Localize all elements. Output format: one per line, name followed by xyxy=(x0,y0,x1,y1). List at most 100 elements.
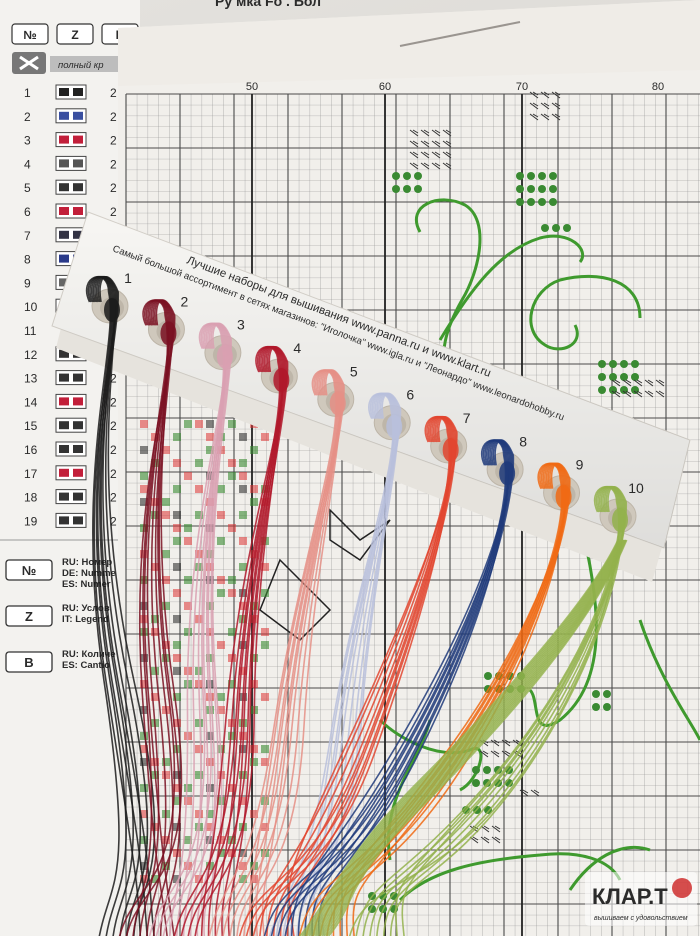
watermark-mascot-icon xyxy=(672,878,692,898)
legend-symbol xyxy=(73,516,83,525)
half-stitch-mark xyxy=(655,379,665,387)
symbol-cell xyxy=(206,836,214,844)
green-skein-strand xyxy=(312,539,623,936)
symbol-cell xyxy=(239,563,247,571)
symbol-cell xyxy=(228,472,236,480)
symbol-cell xyxy=(173,511,181,519)
symbol-cell xyxy=(184,420,192,428)
symbol-cell xyxy=(239,537,247,545)
half-stitch-mark xyxy=(420,162,430,170)
floss-knot xyxy=(160,321,177,346)
half-stitch-mark xyxy=(633,379,643,387)
green-dot xyxy=(620,360,628,368)
symbol-cell xyxy=(140,758,148,766)
legend-row-number: 19 xyxy=(24,514,38,528)
half-stitch-mark xyxy=(431,162,441,170)
symbol-cell xyxy=(173,615,181,623)
legend-row-number: 16 xyxy=(24,443,38,457)
half-stitch-mark xyxy=(529,113,539,121)
chart-title: Ру мка Fo . Бол xyxy=(215,0,321,9)
floss-strand xyxy=(152,299,181,936)
symbol-cell xyxy=(217,641,225,649)
floss-strand xyxy=(203,322,232,936)
hole-number: 10 xyxy=(628,480,644,496)
floss-knot xyxy=(273,368,290,392)
legend-row-count: 2 xyxy=(110,110,117,124)
stitch-label: полный кр xyxy=(58,60,104,71)
symbol-cell xyxy=(206,758,214,766)
hole-number: 9 xyxy=(576,457,584,473)
green-dot xyxy=(538,185,546,193)
symbol-cell xyxy=(184,784,192,792)
green-dot xyxy=(541,224,549,232)
symbol-cell xyxy=(195,511,203,519)
symbol-cell xyxy=(151,511,159,519)
half-stitch-mark xyxy=(519,789,529,797)
floss-knot xyxy=(442,438,459,462)
symbol-cell xyxy=(173,693,181,701)
explain-key: № xyxy=(22,563,37,578)
symbol-cell xyxy=(140,745,148,753)
green-dot xyxy=(592,690,600,698)
symbol-cell xyxy=(239,719,247,727)
half-stitch-mark xyxy=(409,129,419,137)
floss-strand xyxy=(290,439,510,936)
green-dot xyxy=(631,360,639,368)
floss-strand xyxy=(279,416,456,936)
legend-symbol xyxy=(59,445,69,453)
half-stitch-mark xyxy=(420,151,430,159)
green-skein-strand xyxy=(299,539,619,936)
column-number: 70 xyxy=(516,81,528,93)
symbol-cell xyxy=(206,732,214,740)
floss-strand xyxy=(175,322,228,936)
symbol-cell xyxy=(261,563,269,571)
symbol-cell xyxy=(173,654,181,662)
symbol-cell xyxy=(228,459,236,467)
legend-rows: 1222324252627282921021112213214215216217… xyxy=(24,84,117,528)
floss-strand xyxy=(236,369,341,936)
floss-strand xyxy=(182,322,229,936)
explain-line: ES: Cantio xyxy=(62,660,110,671)
symbol-cell xyxy=(206,693,214,701)
floss-strand xyxy=(150,299,174,936)
symbol-cell xyxy=(195,485,203,493)
symbol-cell xyxy=(206,823,214,831)
symbol-cell xyxy=(151,615,159,623)
legend-symbol xyxy=(59,421,69,430)
symbol-cell xyxy=(140,680,148,688)
floss-strand xyxy=(139,299,175,936)
symbol-cell xyxy=(195,810,203,818)
legend-row-number: 7 xyxy=(24,229,31,243)
legend-symbol xyxy=(73,373,83,382)
symbol-cell xyxy=(140,875,148,883)
symbol-cell xyxy=(151,628,159,636)
legend-symbol xyxy=(73,445,83,453)
explain-key: Z xyxy=(25,609,33,624)
legend-row-count: 2 xyxy=(110,372,117,386)
legend-row-count: 2 xyxy=(110,467,117,481)
floss-strand xyxy=(311,439,514,936)
legend-symbol xyxy=(59,349,69,358)
green-dot xyxy=(484,672,492,680)
floss-strand xyxy=(85,276,120,936)
symbol-cell xyxy=(217,485,225,493)
explain-line: RU: Номер xyxy=(62,557,112,568)
legend-symbol xyxy=(59,111,69,120)
green-dot xyxy=(609,360,617,368)
legend-symbol xyxy=(59,254,69,263)
legend-symbol xyxy=(59,135,69,144)
floss-strand xyxy=(261,369,345,936)
symbol-cell xyxy=(184,537,192,545)
green-dot xyxy=(483,766,491,774)
half-stitch-mark xyxy=(442,151,452,159)
symbol-cell xyxy=(239,875,247,883)
green-dot xyxy=(403,185,411,193)
symbol-cell xyxy=(173,641,181,649)
legend-symbol xyxy=(73,230,83,239)
symbol-cell xyxy=(162,771,170,779)
symbol-cell xyxy=(162,602,170,610)
green-dot xyxy=(538,172,546,180)
symbol-cell xyxy=(239,797,247,805)
